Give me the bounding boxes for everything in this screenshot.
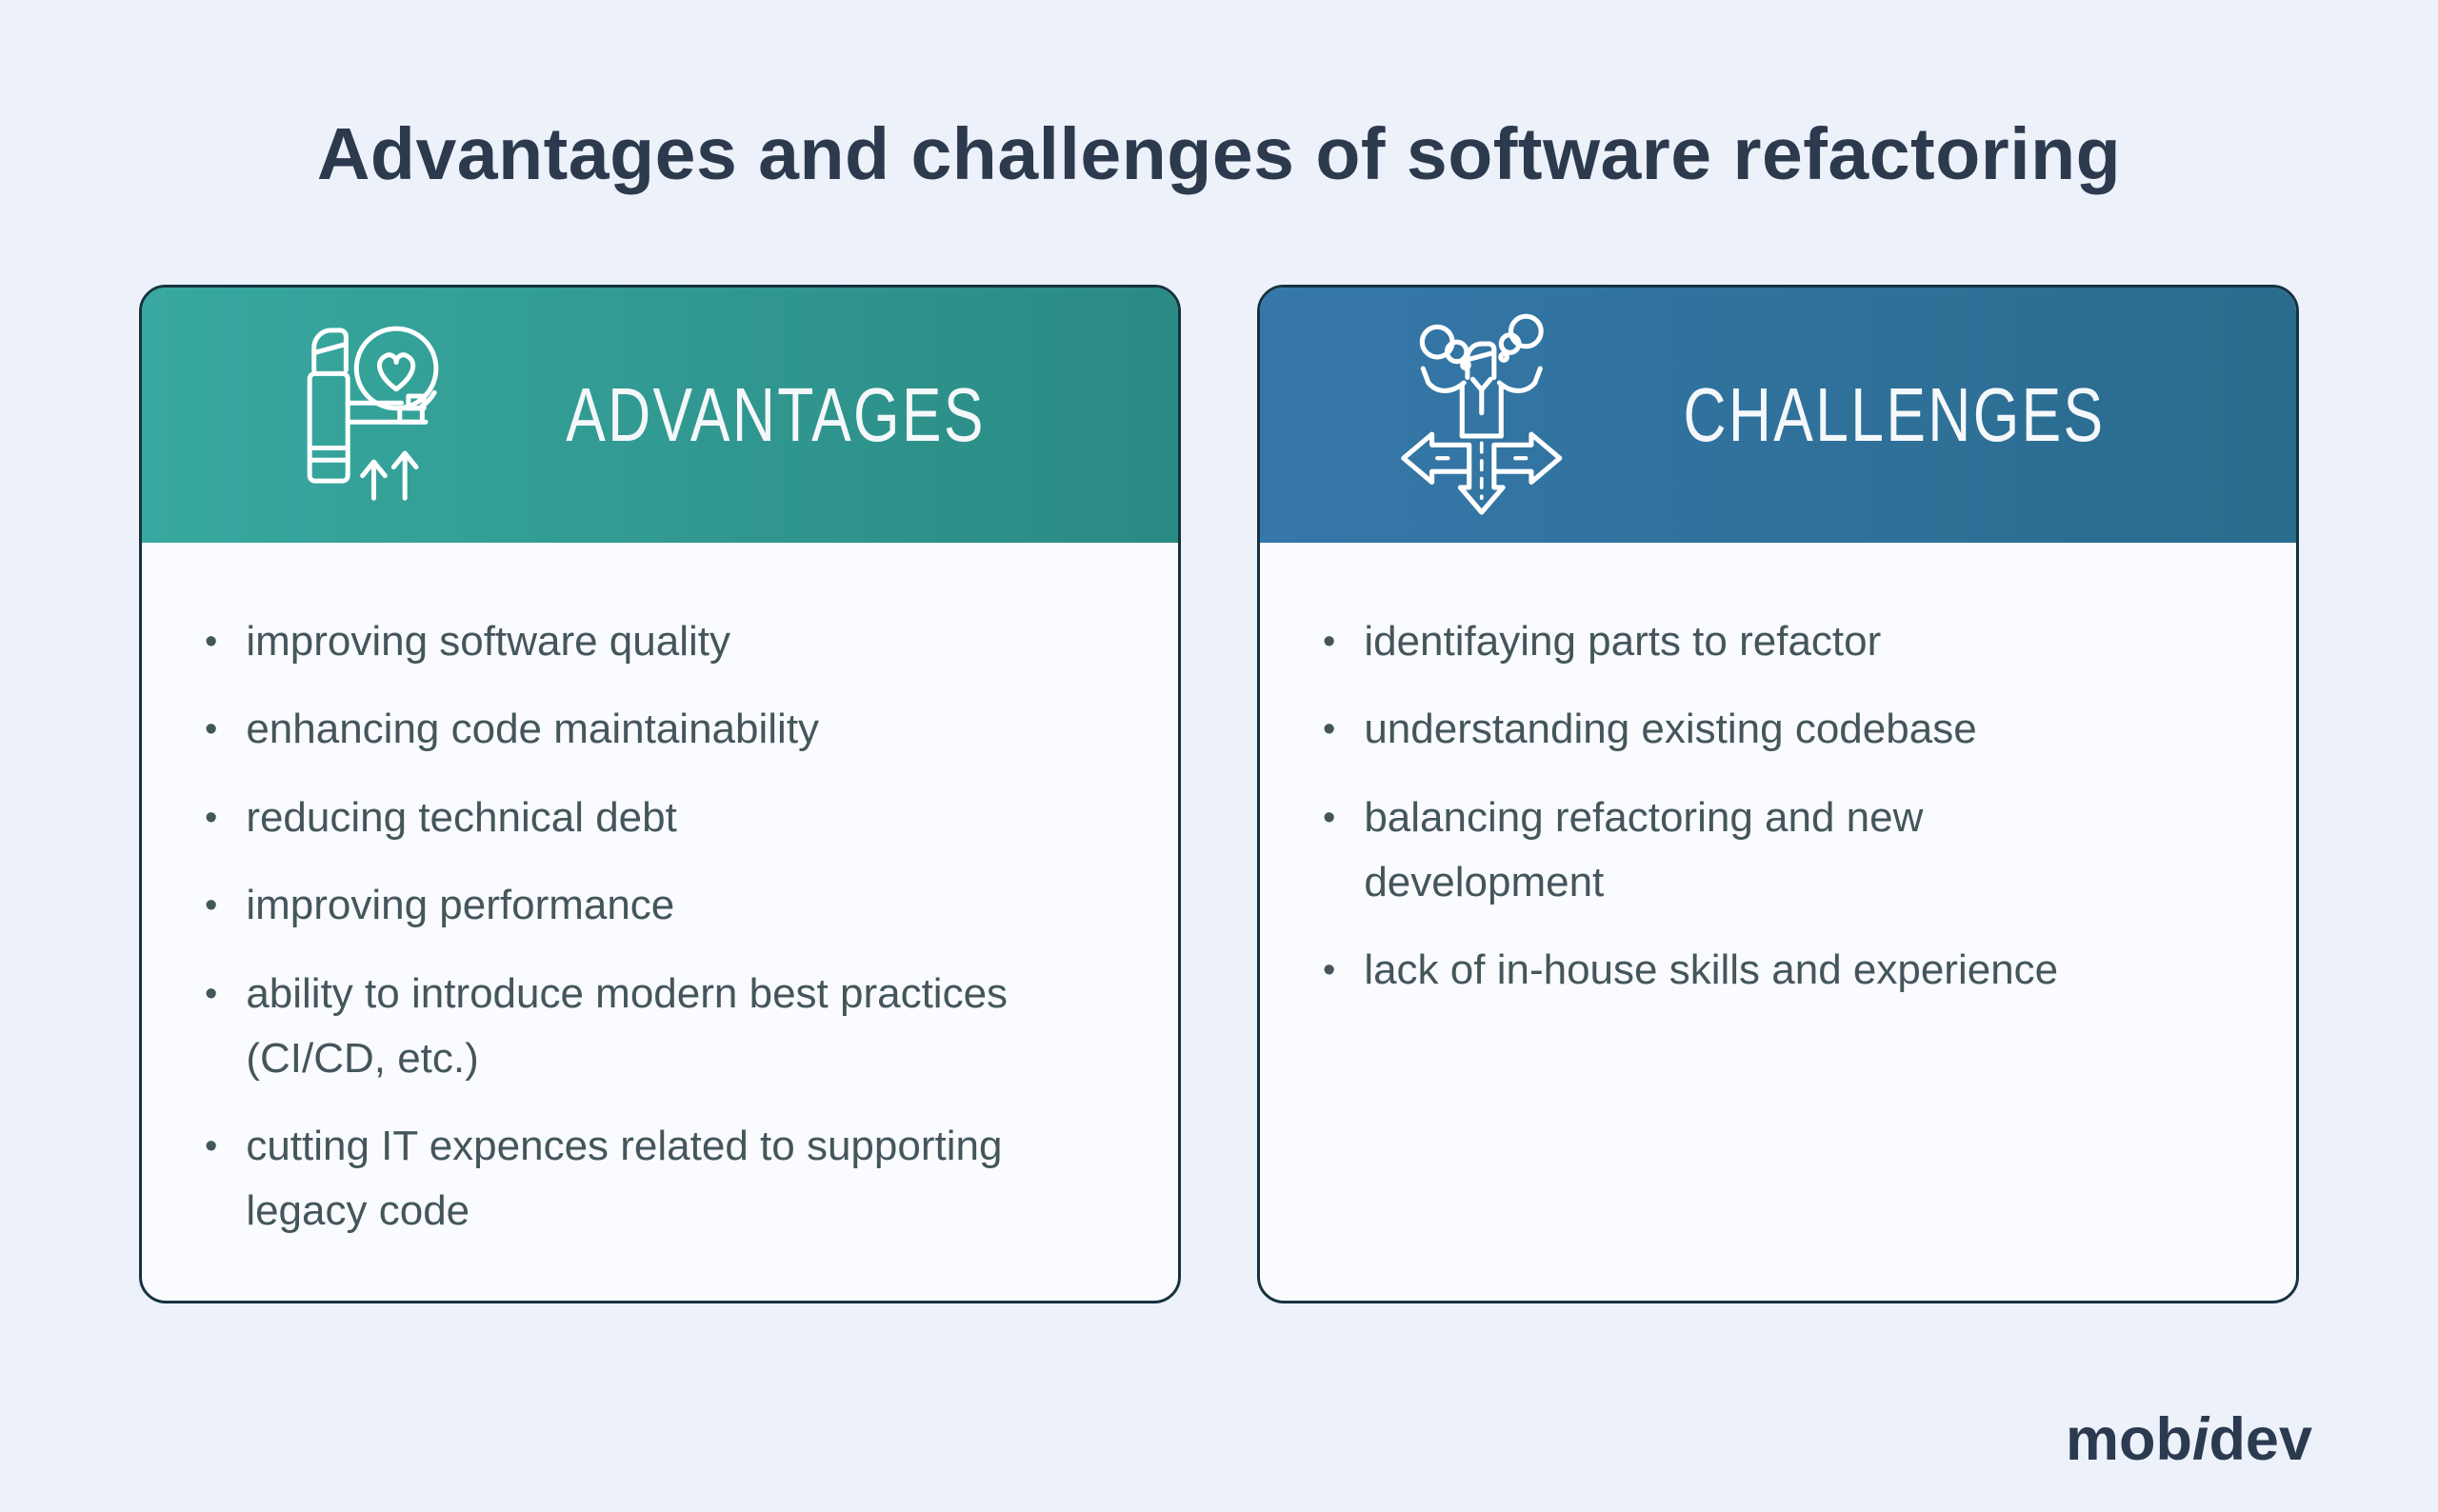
list-item-text: balancing refactoring and new developmen… [1364, 793, 1924, 905]
card-advantages: ADVANTAGES • improving software quality … [139, 285, 1181, 1303]
bullet-dot: • [1323, 950, 1336, 991]
bullet-dot: • [205, 885, 218, 926]
list-item-text: identifaying parts to refactor [1364, 618, 1882, 665]
bullet-dot: • [1323, 709, 1336, 750]
list-item: • lack of in-house skills and experience [1323, 938, 2239, 1003]
list-item: • balancing refactoring and new developm… [1323, 786, 2239, 915]
list-item-text: reducing technical debt [246, 793, 677, 841]
challenges-card-header: CHALLENGES [1260, 288, 2296, 543]
advantages-card-header: ADVANTAGES [142, 288, 1178, 543]
list-item: • understanding existing codebase [1323, 697, 2239, 762]
bullet-dot: • [1323, 797, 1336, 838]
mobidev-logo: mobidev [2066, 1405, 2312, 1474]
bullet-dot: • [205, 973, 218, 1014]
page-title: Advantages and challenges of software re… [316, 113, 2122, 195]
logo-mob: mob [2065, 1406, 2192, 1473]
list-item-text: improving software quality [246, 618, 730, 665]
list-item: • cutting IT expences related to support… [205, 1114, 1121, 1243]
list-item: • reducing technical debt [205, 786, 1121, 850]
logo-dev: dev [2208, 1406, 2312, 1473]
list-item-text: lack of in-house skills and experience [1364, 946, 2059, 994]
person-at-crossroads-arrows-icon [1383, 308, 1588, 523]
list-item: • ability to introduce modern best pract… [205, 962, 1121, 1091]
list-item-text: understanding existing codebase [1364, 706, 1977, 753]
bullet-dot: • [205, 709, 218, 750]
bullet-dot: • [1323, 622, 1336, 662]
list-item: • enhancing code maintainability [205, 697, 1121, 762]
advantages-card-title: ADVANTAGES [566, 372, 986, 457]
list-item-text: improving performance [246, 882, 675, 929]
challenges-card-title: CHALLENGES [1682, 372, 2106, 457]
bullet-dot: • [205, 797, 218, 838]
logo-i: i [2191, 1406, 2209, 1473]
card-challenges: CHALLENGES • identifaying parts to refac… [1257, 285, 2299, 1303]
cards-row: ADVANTAGES • improving software quality … [139, 285, 2299, 1303]
list-item-text: cutting IT expences related to supportin… [246, 1122, 1003, 1235]
list-item: • identifaying parts to refactor [1323, 609, 2239, 674]
list-item: • improving performance [205, 873, 1121, 938]
bullet-dot: • [205, 1125, 218, 1166]
person-with-heart-magnifier-and-up-arrows-icon [266, 308, 470, 523]
bullet-dot: • [205, 622, 218, 662]
challenges-bullet-list: • identifaying parts to refactor • under… [1260, 543, 2296, 1004]
advantages-bullet-list: • improving software quality • enhancing… [142, 543, 1178, 1243]
list-item: • improving software quality [205, 609, 1121, 674]
list-item-text: enhancing code maintainability [246, 706, 820, 753]
list-item-text: ability to introduce modern best practic… [246, 969, 1009, 1082]
